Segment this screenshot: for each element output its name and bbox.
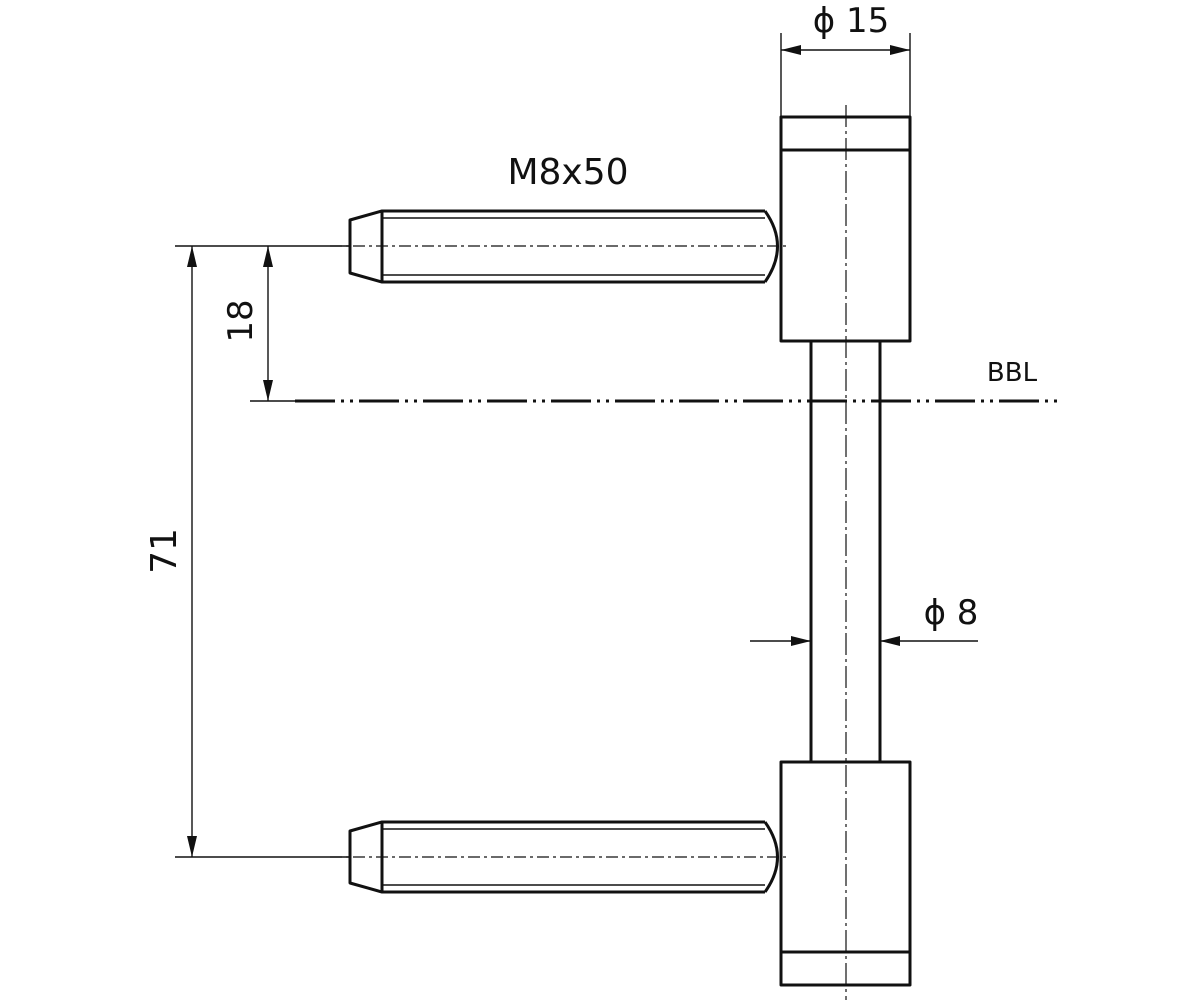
upper-bolt [330,209,790,284]
bbl-label: BBL [987,358,1038,388]
head-diameter-label: ϕ 15 [813,1,890,41]
dimension-bolt-to-bbl [263,246,273,401]
pin-shaft [809,341,882,762]
bolt-spacing-label: 71 [144,528,185,574]
dimension-shaft-diameter [750,636,978,646]
dimension-bolt-spacing [175,245,350,858]
lower-bolt [330,820,790,894]
dimension-head-diameter [780,33,911,117]
thread-size-label: M8x50 [507,152,628,193]
shaft-diameter-label: ϕ 8 [924,593,979,633]
bolt-to-bbl-label: 18 [221,299,261,342]
